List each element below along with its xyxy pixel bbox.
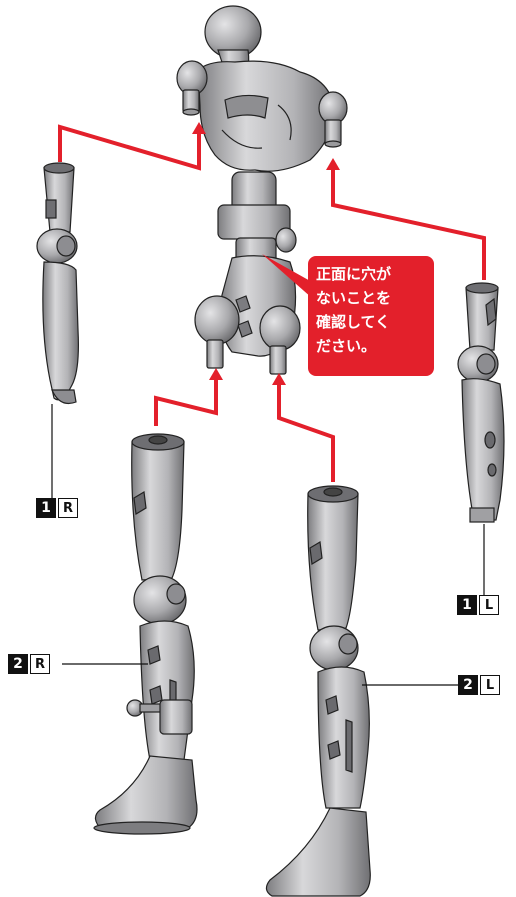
arrowhead-2r xyxy=(209,368,223,380)
arrow-2r-to-hip xyxy=(156,378,216,426)
leader-lines xyxy=(52,404,484,685)
label-1r-side: R xyxy=(58,498,78,518)
label-2r-side: R xyxy=(30,654,50,674)
label-1r-number: 1 xyxy=(36,498,56,518)
part-2l xyxy=(266,486,370,896)
part-1l xyxy=(458,283,504,522)
arrowhead-2l xyxy=(272,373,286,385)
callout-text: 正面に穴が ないことを 確認してく ださい。 xyxy=(316,262,434,358)
label-2l: 2 L xyxy=(458,675,500,695)
part-2r xyxy=(94,434,197,834)
label-2l-number: 2 xyxy=(458,675,478,695)
label-1l: 1 L xyxy=(457,595,499,615)
part-1r xyxy=(37,163,78,404)
label-2r-number: 2 xyxy=(8,654,28,674)
label-1l-number: 1 xyxy=(457,595,477,615)
label-1r: 1 R xyxy=(36,498,78,518)
arrow-1r-to-torso xyxy=(60,127,199,168)
label-1l-side: L xyxy=(479,595,499,615)
label-2r: 2 R xyxy=(8,654,50,674)
arrowhead-1l xyxy=(326,158,340,170)
label-2l-side: L xyxy=(480,675,500,695)
arrow-2l-to-hip xyxy=(279,383,333,482)
